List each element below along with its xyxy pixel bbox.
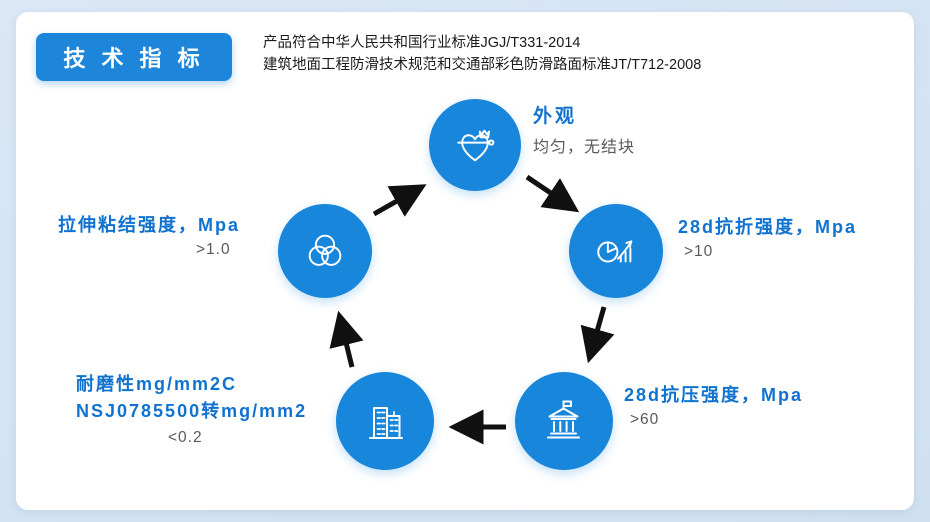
abrasion-resistance-label-line1: 耐磨性mg/mm2C [76, 374, 238, 394]
abrasion-resistance-label-line2: NSJ0785500转mg/mm2 [76, 401, 308, 421]
appearance-label: 外观 [533, 106, 578, 127]
standards-line-2: 建筑地面工程防滑技术规范和交通部彩色防滑路面标准JT/T712-2008 [263, 57, 702, 74]
bank-building-icon [540, 397, 588, 445]
flexural-strength-value: >10 [684, 243, 714, 260]
page-title: 技 术 指 标 [36, 33, 232, 81]
appearance-value: 均匀，无结块 [533, 139, 636, 156]
node-appearance [429, 99, 521, 191]
flexural-strength-label: 28d抗折强度，Mpa [678, 217, 858, 237]
page-title-text: 技 术 指 标 [63, 46, 205, 71]
arrow-tensile-to-appearance [372, 184, 427, 217]
standards-text: 产品符合中华人民共和国行业标准JGJ/T331-2014 建筑地面工程防滑技术规… [263, 32, 701, 77]
compressive-strength-label: 28d抗压强度，Mpa [624, 385, 804, 405]
arrow-abrasion-to-tensile [329, 310, 364, 368]
venn-circles-icon [302, 228, 348, 274]
tensile-bond-strength-value: >1.0 [196, 241, 231, 258]
city-buildings-icon [361, 397, 409, 445]
arrow-appearance-to-flexural [525, 174, 580, 213]
compressive-strength-value: >60 [630, 411, 660, 428]
node-tensile-bond-strength [278, 204, 372, 298]
standards-line-1: 产品符合中华人民共和国行业标准JGJ/T331-2014 [263, 35, 581, 51]
content-card: 技 术 指 标 产品符合中华人民共和国行业标准JGJ/T331-2014 建筑地… [16, 12, 914, 510]
tensile-bond-strength-label: 拉伸粘结强度，Mpa [58, 215, 240, 235]
node-abrasion-resistance [336, 372, 434, 470]
cycle-arrows [329, 174, 615, 445]
node-compressive-strength [515, 372, 613, 470]
pie-chart-growth-icon [593, 228, 639, 274]
abrasion-resistance-value: <0.2 [168, 429, 203, 446]
arrow-flexural-to-compressive [580, 306, 615, 364]
node-flexural-strength [569, 204, 663, 298]
heart-crown-icon [452, 122, 498, 168]
